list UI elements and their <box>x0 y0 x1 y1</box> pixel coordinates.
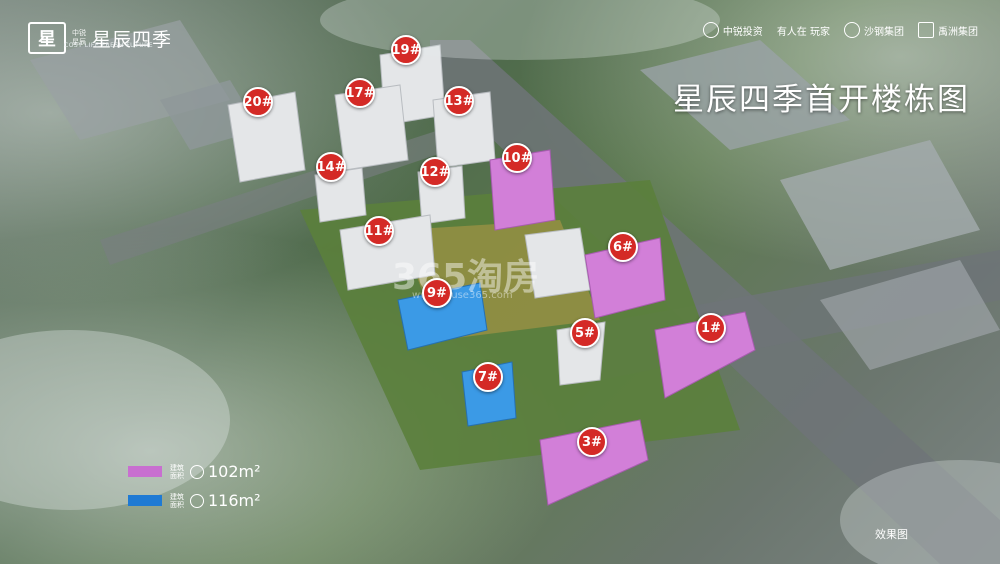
area-icon <box>190 493 204 508</box>
building-marker-5[interactable]: 5# <box>570 318 600 348</box>
building-marker-7[interactable]: 7# <box>473 362 503 392</box>
building-marker-17[interactable]: 17# <box>345 78 375 108</box>
building-marker-9[interactable]: 9# <box>422 278 452 308</box>
partner-logo: 中锐投资 <box>702 22 763 38</box>
partner-logo: 有人在 玩家 <box>776 26 830 38</box>
circle-logo-icon <box>702 22 719 38</box>
building-marker-13[interactable]: 13# <box>444 86 474 116</box>
brand-sub-line2: 星辰 <box>72 38 86 46</box>
brand-sub-line1: 中锐 <box>72 29 86 37</box>
partner-logos: 中锐投资 有人在 玩家 沙钢集团 禹洲集团 <box>702 22 978 38</box>
partner-logo: 禹洲集团 <box>918 22 978 38</box>
legend-item-102: 建筑面积 102m² <box>128 462 261 481</box>
area-icon <box>190 464 204 479</box>
building-marker-11[interactable]: 11# <box>364 216 394 246</box>
brand-tagline: COSY LIFE FRESH FUTURE <box>64 42 154 49</box>
page-title: 星辰四季首开楼栋图 <box>673 82 970 118</box>
rendering-note: 效果图 <box>875 528 908 541</box>
building-marker-12[interactable]: 12# <box>420 157 450 187</box>
square-logo-icon <box>918 22 934 38</box>
legend-swatch-blue <box>128 495 162 506</box>
area-legend: 建筑面积 102m² 建筑面积 116m² <box>128 462 261 520</box>
brand-logo: 星 中锐 星辰 星辰四季 <box>28 22 172 54</box>
building-marker-14[interactable]: 14# <box>316 152 346 182</box>
legend-swatch-pink <box>128 466 162 477</box>
legend-area-value: 116m² <box>208 491 261 510</box>
circle-logo-icon <box>844 22 860 38</box>
legend-label: 建筑面积 <box>170 463 184 480</box>
legend-area-value: 102m² <box>208 462 261 481</box>
watermark-url: www.house365.com <box>412 290 513 301</box>
building-marker-3[interactable]: 3# <box>577 427 607 457</box>
building-marker-10[interactable]: 10# <box>502 143 532 173</box>
partner-logo: 沙钢集团 <box>844 22 904 38</box>
building-marker-19[interactable]: 19# <box>391 35 421 65</box>
legend-label: 建筑面积 <box>170 492 184 509</box>
legend-item-116: 建筑面积 116m² <box>128 491 261 510</box>
brand-name: 星辰四季 <box>92 28 173 51</box>
watermark: 365淘房 <box>392 257 540 298</box>
brand-sub: 中锐 星辰 <box>72 29 86 47</box>
building-marker-6[interactable]: 6# <box>608 232 638 262</box>
building-marker-1[interactable]: 1# <box>696 313 726 343</box>
building-marker-20[interactable]: 20# <box>243 87 273 117</box>
brand-mark-icon: 星 <box>28 22 66 54</box>
